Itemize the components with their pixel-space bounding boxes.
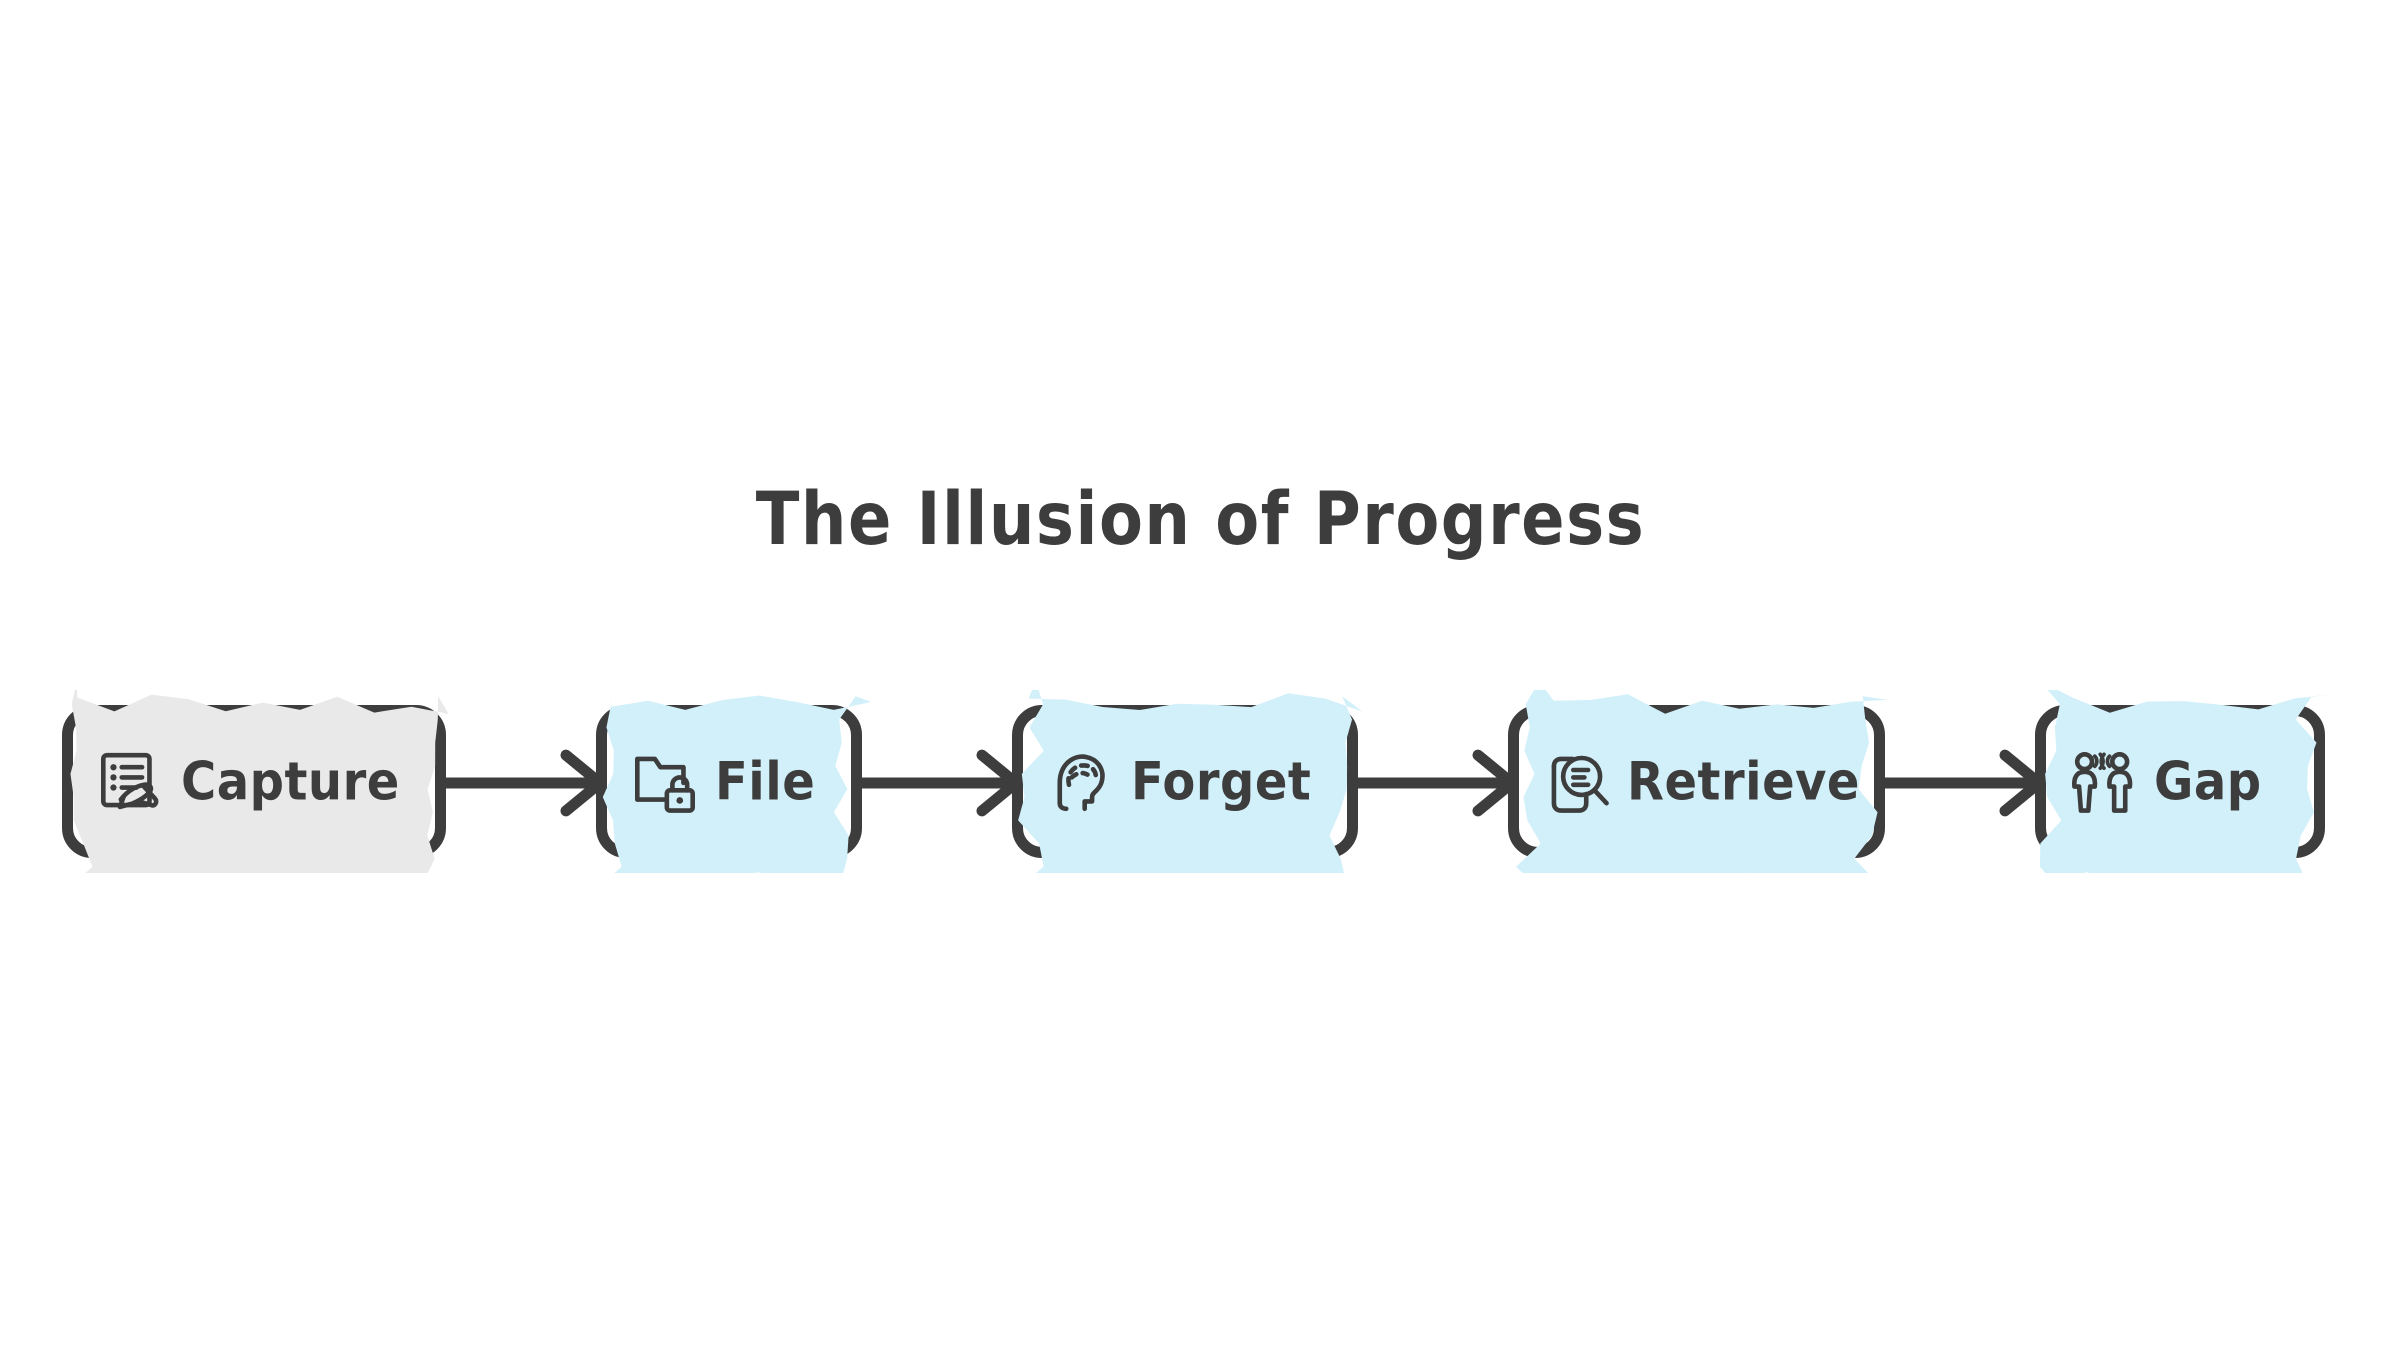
- node-content: Retrieve: [1519, 716, 1874, 847]
- flow-node-capture[interactable]: Capture: [62, 690, 449, 873]
- folder-lock-icon: [635, 756, 695, 813]
- flow-node-retrieve[interactable]: Retrieve: [1508, 690, 1888, 873]
- clipboard-hand-writing-icon: [101, 752, 159, 809]
- flow-node-file[interactable]: File: [596, 690, 871, 873]
- node-content: Gap: [2046, 716, 2314, 847]
- page-title: The Illusion of Progress: [755, 478, 1646, 563]
- node-label-retrieve: Retrieve: [1627, 750, 1860, 813]
- node-content: Capture: [73, 716, 435, 847]
- node-content: Forget: [1023, 716, 1347, 847]
- document-magnifier-icon: [1551, 755, 1609, 813]
- arrow-retrieve-to-gap: [1879, 749, 2045, 817]
- flow-node-forget[interactable]: Forget: [1012, 690, 1363, 873]
- flow-node-gap[interactable]: Gap: [2035, 690, 2333, 873]
- node-label-gap: Gap: [2154, 750, 2262, 813]
- node-label-file: File: [715, 750, 816, 813]
- head-brain-fading-icon: [1057, 753, 1105, 811]
- arrow-capture-to-file: [440, 749, 606, 817]
- node-label-capture: Capture: [181, 750, 400, 813]
- node-content: File: [607, 716, 851, 847]
- two-people-communication-icon: [2071, 751, 2133, 813]
- arrow-file-to-forget: [856, 749, 1022, 817]
- arrow-forget-to-retrieve: [1352, 749, 1518, 817]
- node-label-forget: Forget: [1131, 750, 1312, 813]
